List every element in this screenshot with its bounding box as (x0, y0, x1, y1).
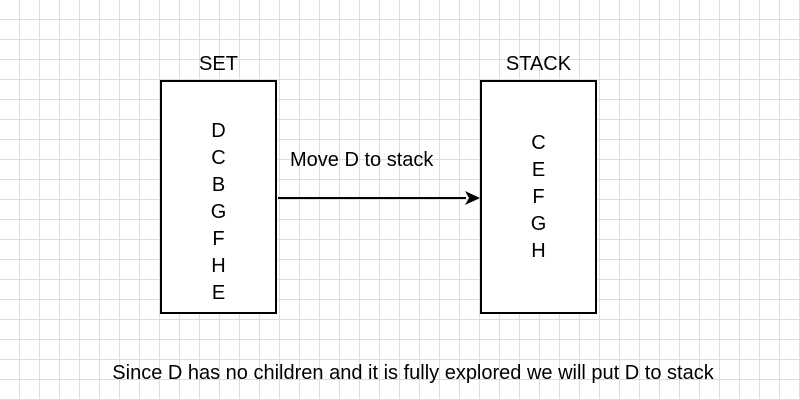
arrow-label: Move D to stack (290, 149, 434, 171)
set-item: C (211, 147, 226, 169)
caption: Since D has no children and it is fully … (112, 362, 714, 384)
stack-box: C E F G H (480, 80, 597, 314)
set-item: F (212, 228, 225, 250)
stack-item: C (531, 132, 546, 154)
stack-title: STACK (505, 53, 572, 75)
set-item: B (211, 174, 226, 196)
stack-item: F (532, 186, 545, 208)
set-box: D C B G F H E (160, 80, 277, 314)
stack-items: C E F G H (482, 130, 595, 265)
set-items: D C B G F H E (162, 118, 275, 307)
arrow-head-icon (465, 191, 480, 205)
set-title: SET (199, 53, 238, 75)
set-item: G (210, 201, 227, 223)
set-item: H (211, 255, 226, 277)
stack-item: E (531, 159, 546, 181)
set-item: D (211, 120, 226, 142)
set-item: E (211, 282, 226, 304)
stack-item: H (531, 240, 546, 262)
stack-item: G (530, 213, 547, 235)
